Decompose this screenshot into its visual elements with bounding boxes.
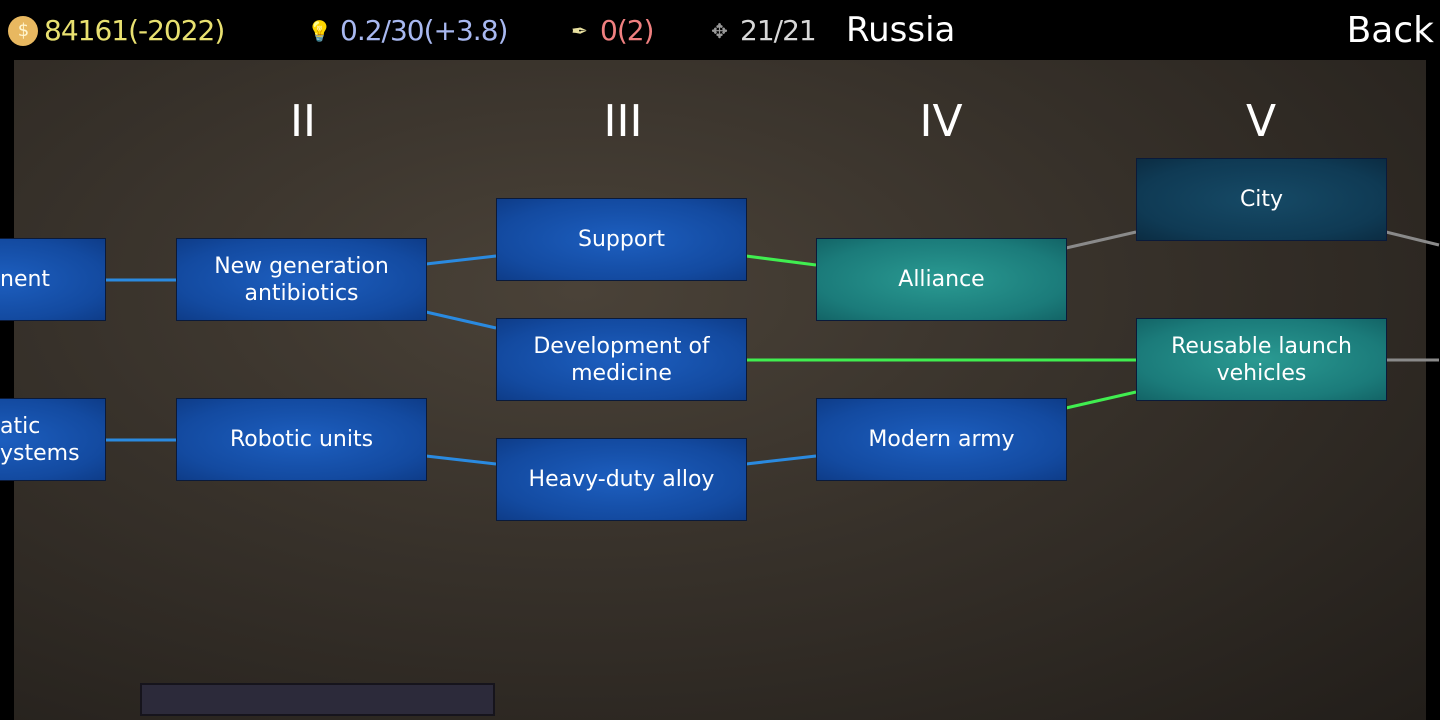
move-arrows-icon: ✥	[711, 18, 728, 43]
tier-header-5: V	[1245, 96, 1277, 147]
link	[1065, 230, 1137, 250]
tech-modern-army[interactable]: Modern army	[816, 398, 1067, 481]
culture-value: 0(2)	[600, 14, 654, 47]
tech-support[interactable]: Support	[496, 198, 747, 281]
tech-node-partial-top[interactable]: nent	[0, 238, 106, 321]
tech-reusable-launch-vehicles[interactable]: Reusable launch vehicles	[1136, 318, 1387, 401]
coin-icon: $	[8, 15, 38, 46]
tech-new-generation-antibiotics[interactable]: New generation antibiotics	[176, 238, 427, 321]
tech-alliance[interactable]: Alliance	[816, 238, 1067, 321]
horizontal-scrollbar[interactable]	[140, 683, 495, 716]
science-stat: 💡 0.2/30(+3.8)	[304, 14, 508, 47]
country-name: Russia	[846, 10, 956, 50]
back-button[interactable]: Back	[1346, 10, 1434, 51]
tech-robotic-units[interactable]: Robotic units	[176, 398, 427, 481]
link	[1065, 390, 1137, 410]
science-value: 0.2/30(+3.8)	[340, 14, 508, 47]
tier-header-2: II	[290, 96, 316, 147]
top-bar: $ 84161(-2022) 💡 0.2/30(+3.8) ✒ 0(2) ✥ 2…	[0, 0, 1440, 60]
culture-stat: ✒ 0(2)	[564, 14, 654, 47]
tech-city[interactable]: City	[1136, 158, 1387, 241]
units-value: 21/21	[740, 14, 817, 47]
lightbulb-icon: 💡	[307, 18, 332, 43]
tier-header-3: III	[603, 96, 643, 147]
link	[425, 454, 497, 466]
tech-heavy-duty-alloy[interactable]: Heavy-duty alloy	[496, 438, 747, 521]
quill-icon: ✒	[571, 18, 588, 43]
link	[745, 254, 817, 267]
link	[745, 454, 817, 466]
node-label: ystems	[0, 440, 80, 466]
node-label: nent	[0, 267, 51, 292]
link	[425, 310, 497, 330]
tech-development-of-medicine[interactable]: Development of medicine	[496, 318, 747, 401]
tier-header-4: IV	[919, 96, 963, 147]
units-stat: ✥ 21/21	[704, 14, 817, 47]
link	[425, 254, 497, 266]
money-stat: $ 84161(-2022)	[8, 14, 225, 47]
node-label: atic	[0, 413, 41, 439]
link	[1385, 230, 1440, 247]
money-value: 84161(-2022)	[44, 14, 225, 47]
